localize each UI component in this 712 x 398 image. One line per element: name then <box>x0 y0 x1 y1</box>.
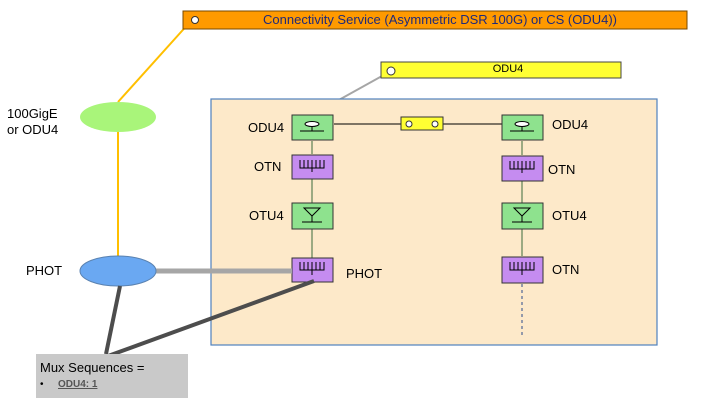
right-odu4-label: ODU4 <box>552 117 589 132</box>
phot-node[interactable] <box>79 255 157 287</box>
connectivity-service-bar[interactable] <box>182 10 688 30</box>
phot-node-label: PHOT <box>26 263 63 278</box>
left-odu4-label: ODU4 <box>248 120 285 135</box>
left-otu4-label: OTU4 <box>249 208 284 223</box>
right-otn-bottom-label: OTN <box>552 262 580 277</box>
left-otn-tp[interactable] <box>291 154 334 180</box>
right-odu4-tp[interactable] <box>501 114 544 141</box>
mux-link-to-phot-node <box>104 285 122 355</box>
network-element-panel <box>210 98 658 346</box>
legend-item-value: ODU4: 1 <box>58 379 98 390</box>
odu4-connection-box[interactable] <box>380 61 622 79</box>
right-otn-bottom-tp[interactable] <box>501 256 544 284</box>
ethernet-node-label-line2: or ODU4 <box>7 122 59 137</box>
mux-link-to-phot-tp <box>107 279 315 358</box>
right-otn-tp[interactable] <box>501 155 544 182</box>
connectivity-service-endpoint-icon <box>191 16 199 24</box>
odu4-box-label: ODU4 <box>492 63 524 75</box>
right-otu4-label: OTU4 <box>552 208 587 223</box>
left-odu4-tp[interactable] <box>291 114 334 141</box>
left-otu4-tp[interactable] <box>291 202 334 230</box>
legend-title: Mux Sequences = <box>40 360 145 375</box>
left-phot-label: PHOT <box>346 266 383 281</box>
right-otu4-tp[interactable] <box>501 202 544 230</box>
ethernet-node-label-line1: 100GigE <box>7 106 58 121</box>
odu4-box-endpoint-icon <box>386 66 396 76</box>
odu4-connection-left-icon <box>405 120 413 128</box>
legend-item: • ODU4: 1 <box>40 379 97 390</box>
odu4-connection-right-icon <box>431 120 439 128</box>
ethernet-node[interactable] <box>80 102 156 132</box>
connectivity-service-label: Connectivity Service (Asymmetric DSR 100… <box>263 12 617 27</box>
mux-sequences-legend: Mux Sequences = • ODU4: 1 <box>36 354 188 398</box>
left-otn-label: OTN <box>254 159 282 174</box>
link-cs-to-ethernet <box>117 21 191 103</box>
right-otn-label: OTN <box>548 162 576 177</box>
legend-bullet: • <box>40 379 44 390</box>
odu4-connection-element[interactable] <box>400 116 444 131</box>
left-phot-tp[interactable] <box>291 257 334 283</box>
